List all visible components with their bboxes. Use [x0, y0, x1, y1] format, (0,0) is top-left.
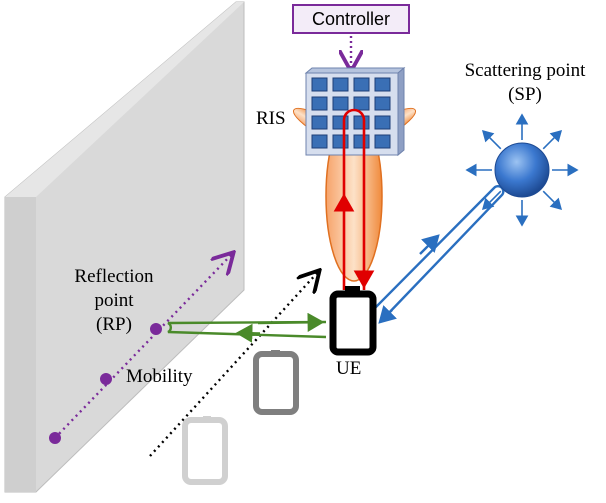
- ris-cell: [374, 96, 391, 111]
- ue-ghost-light: [182, 417, 228, 485]
- reflection-label-line2: point: [94, 290, 134, 311]
- ris-cell: [332, 96, 349, 111]
- scattering-point: [465, 113, 579, 227]
- ris-cell: [353, 77, 370, 92]
- ris-cell: [374, 77, 391, 92]
- ris-cell: [311, 115, 328, 130]
- mobility-point-1: [49, 432, 61, 444]
- sp-link: [373, 185, 505, 324]
- reflection-label-line3: (RP): [96, 314, 132, 335]
- ris-cell: [353, 134, 370, 149]
- ue-ghost-dark: [253, 351, 299, 415]
- ris-cell: [311, 77, 328, 92]
- reflection-point-dot: [150, 323, 162, 335]
- wall: [4, 1, 245, 493]
- ris-link: [333, 108, 375, 290]
- ris-cell: [332, 77, 349, 92]
- ris-cell: [353, 115, 370, 130]
- scattering-label-line1: Scattering point: [464, 60, 586, 81]
- reflection-label-line1: Reflection: [74, 266, 154, 287]
- ris-label: RIS: [256, 108, 286, 129]
- scatter-ray: [542, 129, 563, 150]
- ris-cell: [374, 115, 391, 130]
- ris-cell: [311, 96, 328, 111]
- controller-box: Controller: [292, 4, 410, 34]
- ris-cell: [353, 96, 370, 111]
- ue-label: UE: [336, 358, 362, 379]
- mobility-label: Mobility: [126, 366, 193, 387]
- scatter-ray: [481, 129, 502, 150]
- rp-link: [167, 312, 327, 343]
- ris-cell: [311, 134, 328, 149]
- scatter-ray: [481, 190, 502, 211]
- ris-cell: [374, 134, 391, 149]
- ris-cell: [332, 115, 349, 130]
- scatter-ray: [542, 190, 563, 211]
- scattering-label-line2: (SP): [508, 84, 542, 105]
- mobility-path: [49, 254, 232, 444]
- ris-cell: [332, 134, 349, 149]
- mobility-point-2: [100, 373, 112, 385]
- ue-device: [329, 286, 377, 356]
- ris-panel: [304, 66, 406, 157]
